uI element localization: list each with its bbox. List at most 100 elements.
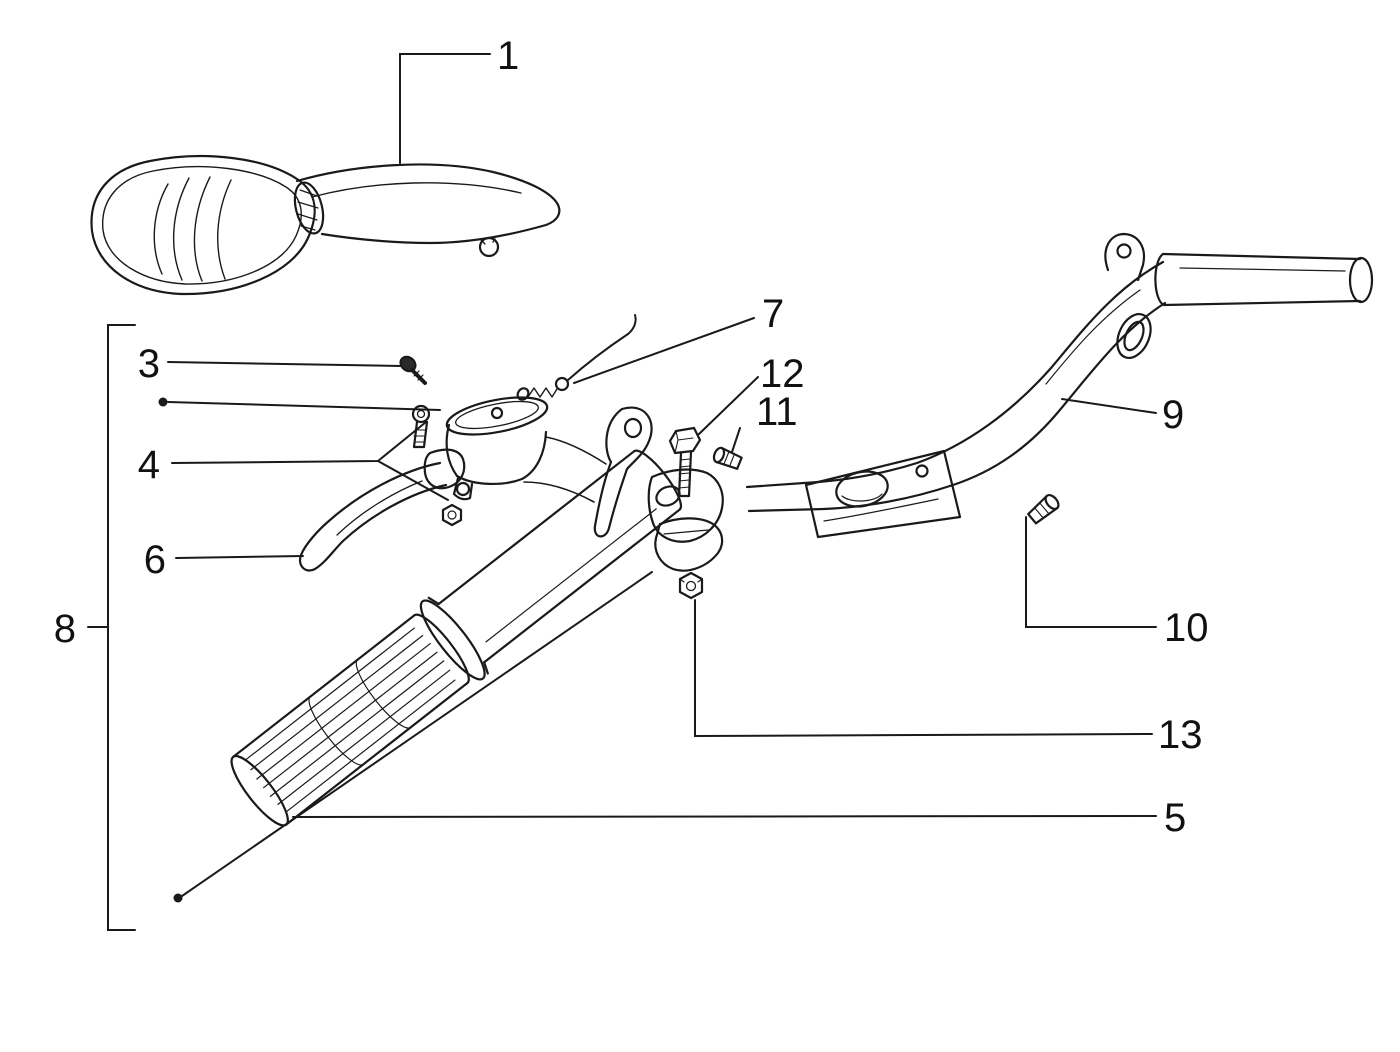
cable-nipple bbox=[554, 376, 570, 392]
callout-label-10: 10 bbox=[1164, 606, 1209, 650]
callout-label-3: 3 bbox=[138, 342, 160, 386]
callout-line-1 bbox=[399, 53, 491, 164]
pump-body-outline bbox=[445, 423, 548, 486]
callout-line-5 bbox=[292, 815, 1157, 818]
lever-perch-body bbox=[423, 448, 466, 490]
grip-end-cap bbox=[230, 754, 289, 827]
reference-line-8-bottom bbox=[181, 571, 653, 897]
callout-line-4b bbox=[377, 460, 449, 501]
callout-label-4: 4 bbox=[138, 443, 160, 487]
throttle-grip bbox=[230, 613, 470, 827]
reference-line-8-top bbox=[167, 401, 441, 411]
rear-view-mirror bbox=[90, 154, 561, 296]
handlebar-clamp bbox=[593, 406, 724, 572]
grip-start-arc bbox=[413, 613, 470, 685]
pivot-screw-shaft bbox=[412, 420, 429, 449]
chrome-tube-start-arc bbox=[632, 449, 683, 511]
callout-lines bbox=[87, 53, 1157, 931]
callout-label-12: 12 bbox=[760, 352, 805, 396]
grip-flange-join bbox=[427, 596, 489, 675]
brake-lever bbox=[298, 461, 448, 572]
clamp-bolt bbox=[668, 426, 702, 498]
steering-plate-outline bbox=[804, 449, 962, 539]
bar-ring-clamp-outer bbox=[1116, 313, 1152, 359]
bolt-hex-head bbox=[668, 426, 702, 455]
cable-hook-end bbox=[627, 314, 637, 335]
callout-line-11 bbox=[731, 427, 741, 453]
callout-label-6: 6 bbox=[144, 538, 166, 582]
steering-plate-slot bbox=[835, 470, 889, 508]
cable-spring bbox=[527, 387, 558, 398]
mirror-reflection-line bbox=[193, 176, 211, 282]
handlebar-tube bbox=[419, 232, 1374, 681]
brake-master-cylinder bbox=[445, 396, 607, 503]
nut-hex-outline bbox=[678, 571, 704, 600]
bolt-threads bbox=[678, 458, 691, 489]
cable-curve bbox=[567, 333, 629, 381]
mirror-ball-stud bbox=[478, 236, 500, 258]
grip-ribs bbox=[245, 627, 456, 813]
lever-blade-ridge bbox=[336, 480, 423, 536]
chrome-tube-highlight bbox=[485, 508, 657, 643]
right-grip-top-edge bbox=[1161, 252, 1362, 261]
lever-perch-assembly bbox=[411, 404, 466, 527]
callout-line-4a bbox=[171, 421, 427, 464]
callout-line-3 bbox=[167, 361, 402, 367]
lower-clamp-slot bbox=[663, 529, 709, 535]
reservoir-cap-screw bbox=[490, 406, 504, 420]
lever-mount-hole bbox=[1116, 243, 1132, 259]
lever-mount-tab bbox=[1104, 232, 1146, 282]
mirror-reflection-line bbox=[172, 177, 190, 281]
small-screw bbox=[712, 446, 743, 470]
mount-screw-threads bbox=[1034, 502, 1050, 519]
callout-labels: 1 3 4 6 8 7 12 11 9 10 13 5 bbox=[54, 34, 1209, 840]
callout-label-9: 9 bbox=[1162, 393, 1184, 437]
callout-line-10 bbox=[1025, 516, 1157, 628]
callout-line-6 bbox=[175, 555, 304, 559]
lower-clamp-shell bbox=[654, 517, 724, 572]
mirror-glass-rim bbox=[102, 166, 302, 285]
callout-label-11: 11 bbox=[756, 390, 798, 434]
adjuster-screw bbox=[399, 355, 427, 385]
right-grip-bottom-edge bbox=[1162, 299, 1362, 307]
chrome-tube-edges bbox=[437, 450, 681, 664]
perch-nut bbox=[441, 503, 463, 527]
grip-bands bbox=[308, 658, 412, 766]
clamp-eyelet-strap bbox=[593, 406, 653, 538]
callout-label-5: 5 bbox=[1164, 796, 1186, 840]
grip-body-edges bbox=[232, 614, 469, 826]
right-grip-end-cap bbox=[1348, 256, 1374, 304]
mirror-reflection-line bbox=[217, 179, 232, 280]
lever-blade-outline bbox=[298, 461, 448, 572]
reservoir-cap-outer bbox=[445, 396, 549, 436]
small-screw-threads bbox=[723, 450, 736, 467]
pump-to-bar-join-bottom bbox=[523, 481, 595, 503]
callout-label-8: 8 bbox=[54, 607, 76, 651]
mirror-reflection-line bbox=[153, 183, 169, 275]
pump-body-skirt bbox=[452, 476, 474, 501]
reference-dot-top bbox=[158, 397, 168, 407]
clamp-nut bbox=[678, 571, 704, 600]
mirror-arm-ridge bbox=[311, 182, 522, 198]
adjuster-screw-shaft bbox=[410, 368, 427, 385]
bolt-head-facets bbox=[674, 430, 694, 454]
callout-label-7: 7 bbox=[762, 292, 784, 336]
reservoir-cap-inner bbox=[455, 400, 539, 430]
bar-highlight-line bbox=[1045, 289, 1141, 385]
bar-top-edge bbox=[745, 260, 1165, 489]
callout-label-1: 1 bbox=[497, 34, 519, 78]
pivot-screw-head bbox=[411, 404, 431, 424]
cable-spring-seat bbox=[516, 387, 530, 401]
right-grip-surface-line bbox=[1179, 267, 1346, 272]
nut-facets bbox=[679, 578, 703, 583]
mirror-arm-outline bbox=[295, 163, 561, 245]
grip-flange-ring bbox=[419, 599, 486, 681]
callout-bracket-8 bbox=[87, 324, 136, 931]
banjo-fitting bbox=[455, 481, 471, 497]
steering-plate-fold-line bbox=[823, 498, 939, 522]
mount-screw bbox=[1027, 493, 1060, 525]
right-grip-start-arc bbox=[1154, 252, 1166, 307]
steering-plate-slot-shadow bbox=[841, 493, 883, 502]
adjuster-screw-threads bbox=[413, 370, 424, 381]
